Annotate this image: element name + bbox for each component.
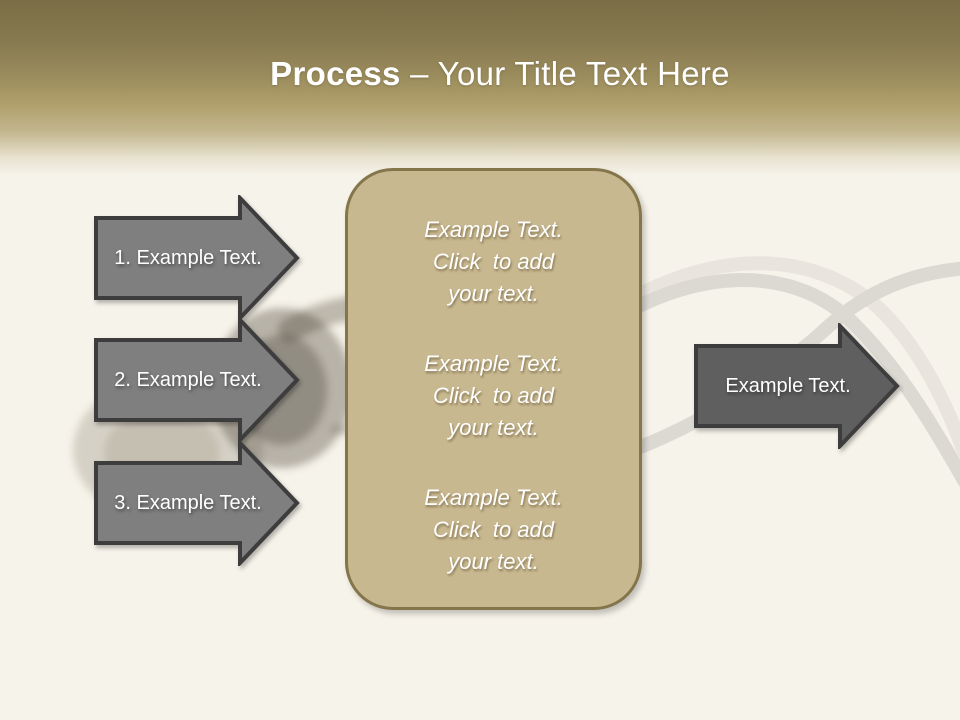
placeholder-line: your text.: [448, 415, 539, 440]
placeholder-line: Click to add: [432, 517, 555, 542]
step-arrow-3-label: 3. Example Text.: [114, 491, 262, 514]
step-arrow-1-label: 1. Example Text.: [114, 246, 262, 269]
placeholder-line: Example Text.: [424, 485, 563, 510]
result-arrow-label: Example Text.: [725, 374, 851, 397]
placeholder-line: your text.: [448, 281, 539, 306]
placeholder-line: Click to add: [432, 249, 555, 274]
slide-title-keyword: Process: [270, 55, 401, 92]
right-arrow-shape: [94, 440, 300, 566]
text-placeholder-block-1[interactable]: Example Text. Click to add your text.: [424, 214, 563, 310]
text-placeholder-block-3[interactable]: Example Text. Click to add your text.: [424, 482, 563, 578]
slide-title[interactable]: Process – Your Title Text Here: [40, 54, 960, 94]
result-arrow[interactable]: Example Text.: [694, 323, 900, 449]
step-arrow-1[interactable]: 1. Example Text.: [94, 195, 300, 321]
cable-lines: [553, 256, 960, 487]
right-arrow-shape: [94, 317, 300, 443]
placeholder-line: your text.: [448, 549, 539, 574]
slide-title-subtext: – Your Title Text Here: [400, 55, 730, 92]
right-arrow-shape: [94, 195, 300, 321]
placeholder-line: Example Text.: [424, 351, 563, 376]
placeholder-line: Click to add: [432, 383, 555, 408]
step-arrow-2-label: 2. Example Text.: [114, 368, 262, 391]
placeholder-line: Example Text.: [424, 217, 563, 242]
text-placeholder-block-2[interactable]: Example Text. Click to add your text.: [424, 348, 563, 444]
center-text-box[interactable]: Example Text. Click to add your text. Ex…: [345, 168, 642, 610]
step-arrow-3[interactable]: 3. Example Text.: [94, 440, 300, 566]
right-arrow-shape: [694, 323, 900, 449]
step-arrow-2[interactable]: 2. Example Text.: [94, 317, 300, 443]
